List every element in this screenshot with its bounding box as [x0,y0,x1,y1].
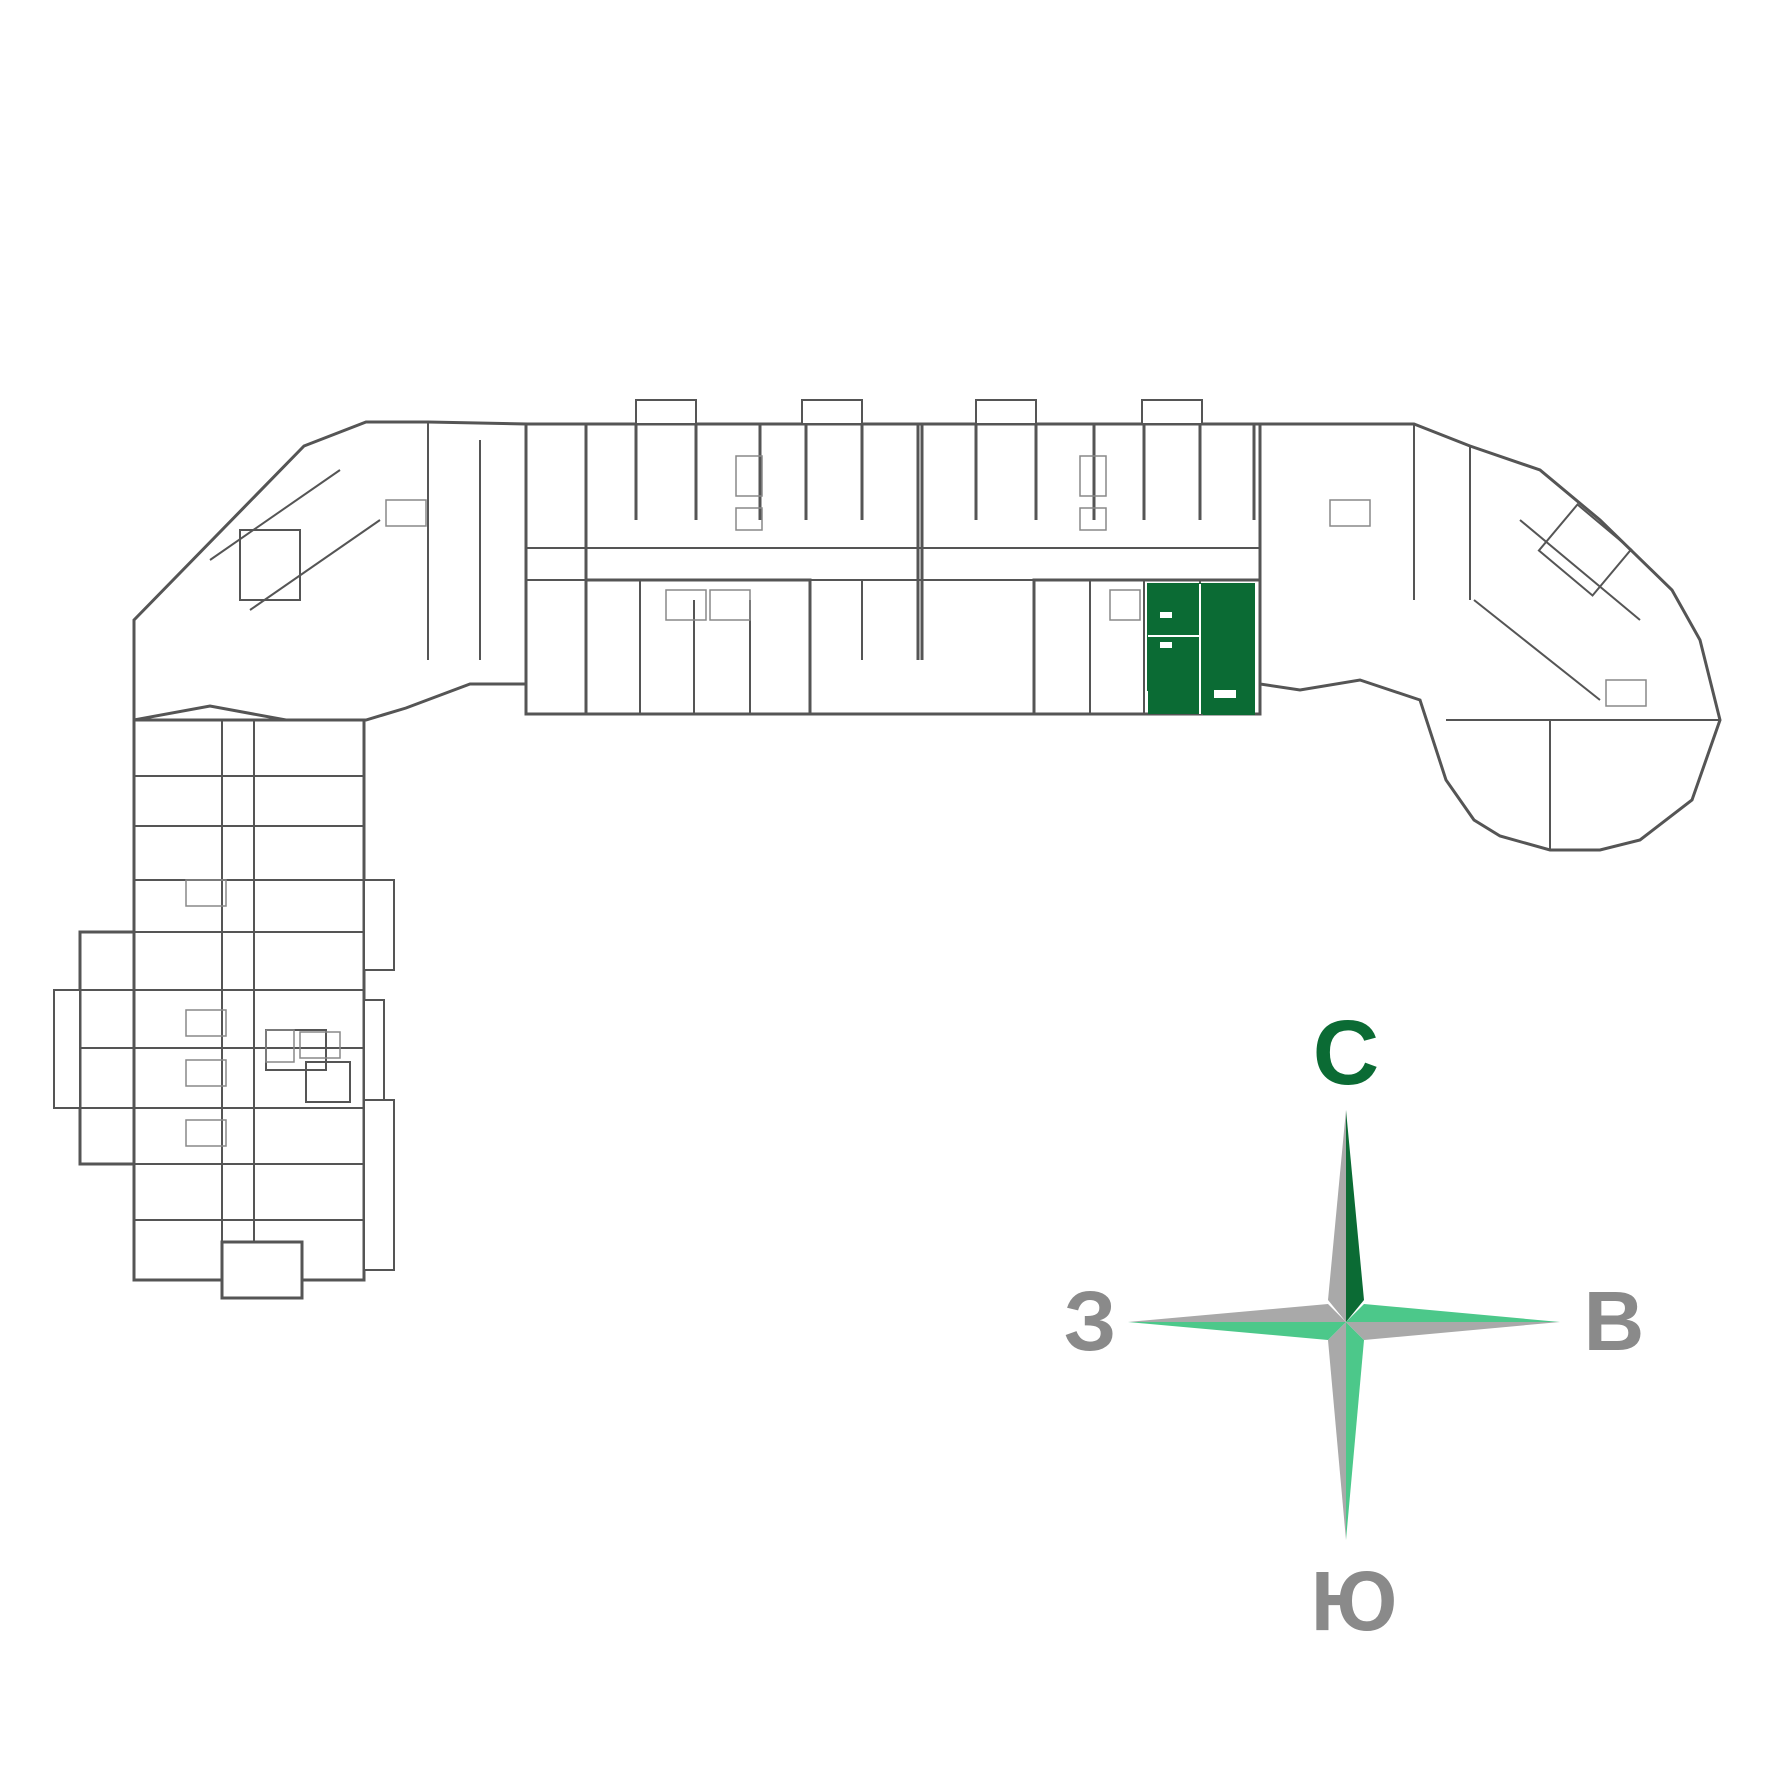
compass-east-label: В [1584,1274,1645,1368]
compass-north-point-left [1328,1110,1346,1322]
left-vertical-wing [53,718,395,1300]
building-outline [53,399,1722,1300]
compass-east-point-bottom [1346,1322,1560,1340]
right-diagonal-wing [1258,422,1722,852]
compass-south-point-left [1328,1322,1346,1540]
compass-south-point-right [1346,1322,1364,1540]
compass-west-point-top [1128,1304,1346,1322]
compass-north-label: С [1313,1002,1379,1104]
plumbing-fixtures [185,455,1647,1147]
compass-west-label: З [1064,1274,1117,1368]
left-diagonal-wing [132,420,528,722]
compass-east-point-top [1346,1304,1560,1322]
compass-south-label: Ю [1311,1554,1398,1648]
compass-west-point-bottom [1128,1322,1346,1340]
compass-rose: С Ю З В [1064,1002,1645,1648]
selected-apartment[interactable] [1147,583,1255,715]
compass-north-point-right [1346,1110,1364,1322]
